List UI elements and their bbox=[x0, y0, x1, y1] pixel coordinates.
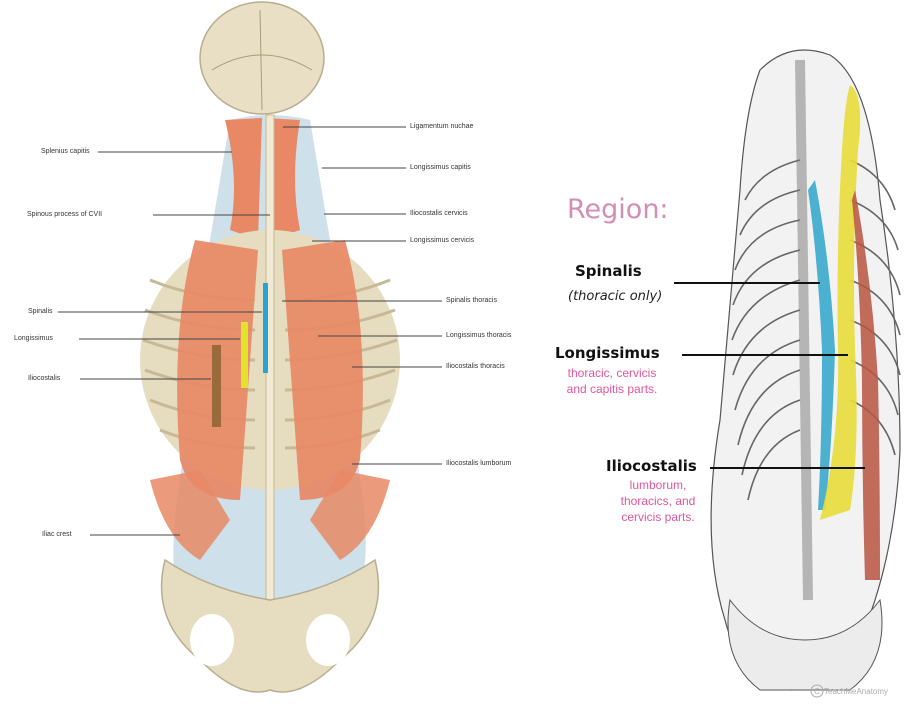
iliocostalis-title: Iliocostalis bbox=[606, 459, 697, 474]
region-heading: Region: bbox=[567, 196, 669, 223]
spinalis-note: (thoracic only) bbox=[568, 290, 662, 303]
longissimus-title: Longissimus bbox=[555, 346, 660, 361]
credit-text: TeachMeAnatomy bbox=[824, 687, 888, 696]
iliocostalis-parts: lumborum, thoracics, and cervicis parts. bbox=[593, 477, 723, 525]
svg-text:C: C bbox=[814, 687, 820, 696]
spinalis-title: Spinalis bbox=[575, 264, 642, 279]
longissimus-parts: thoracic, cervicis and capitis parts. bbox=[552, 365, 672, 397]
